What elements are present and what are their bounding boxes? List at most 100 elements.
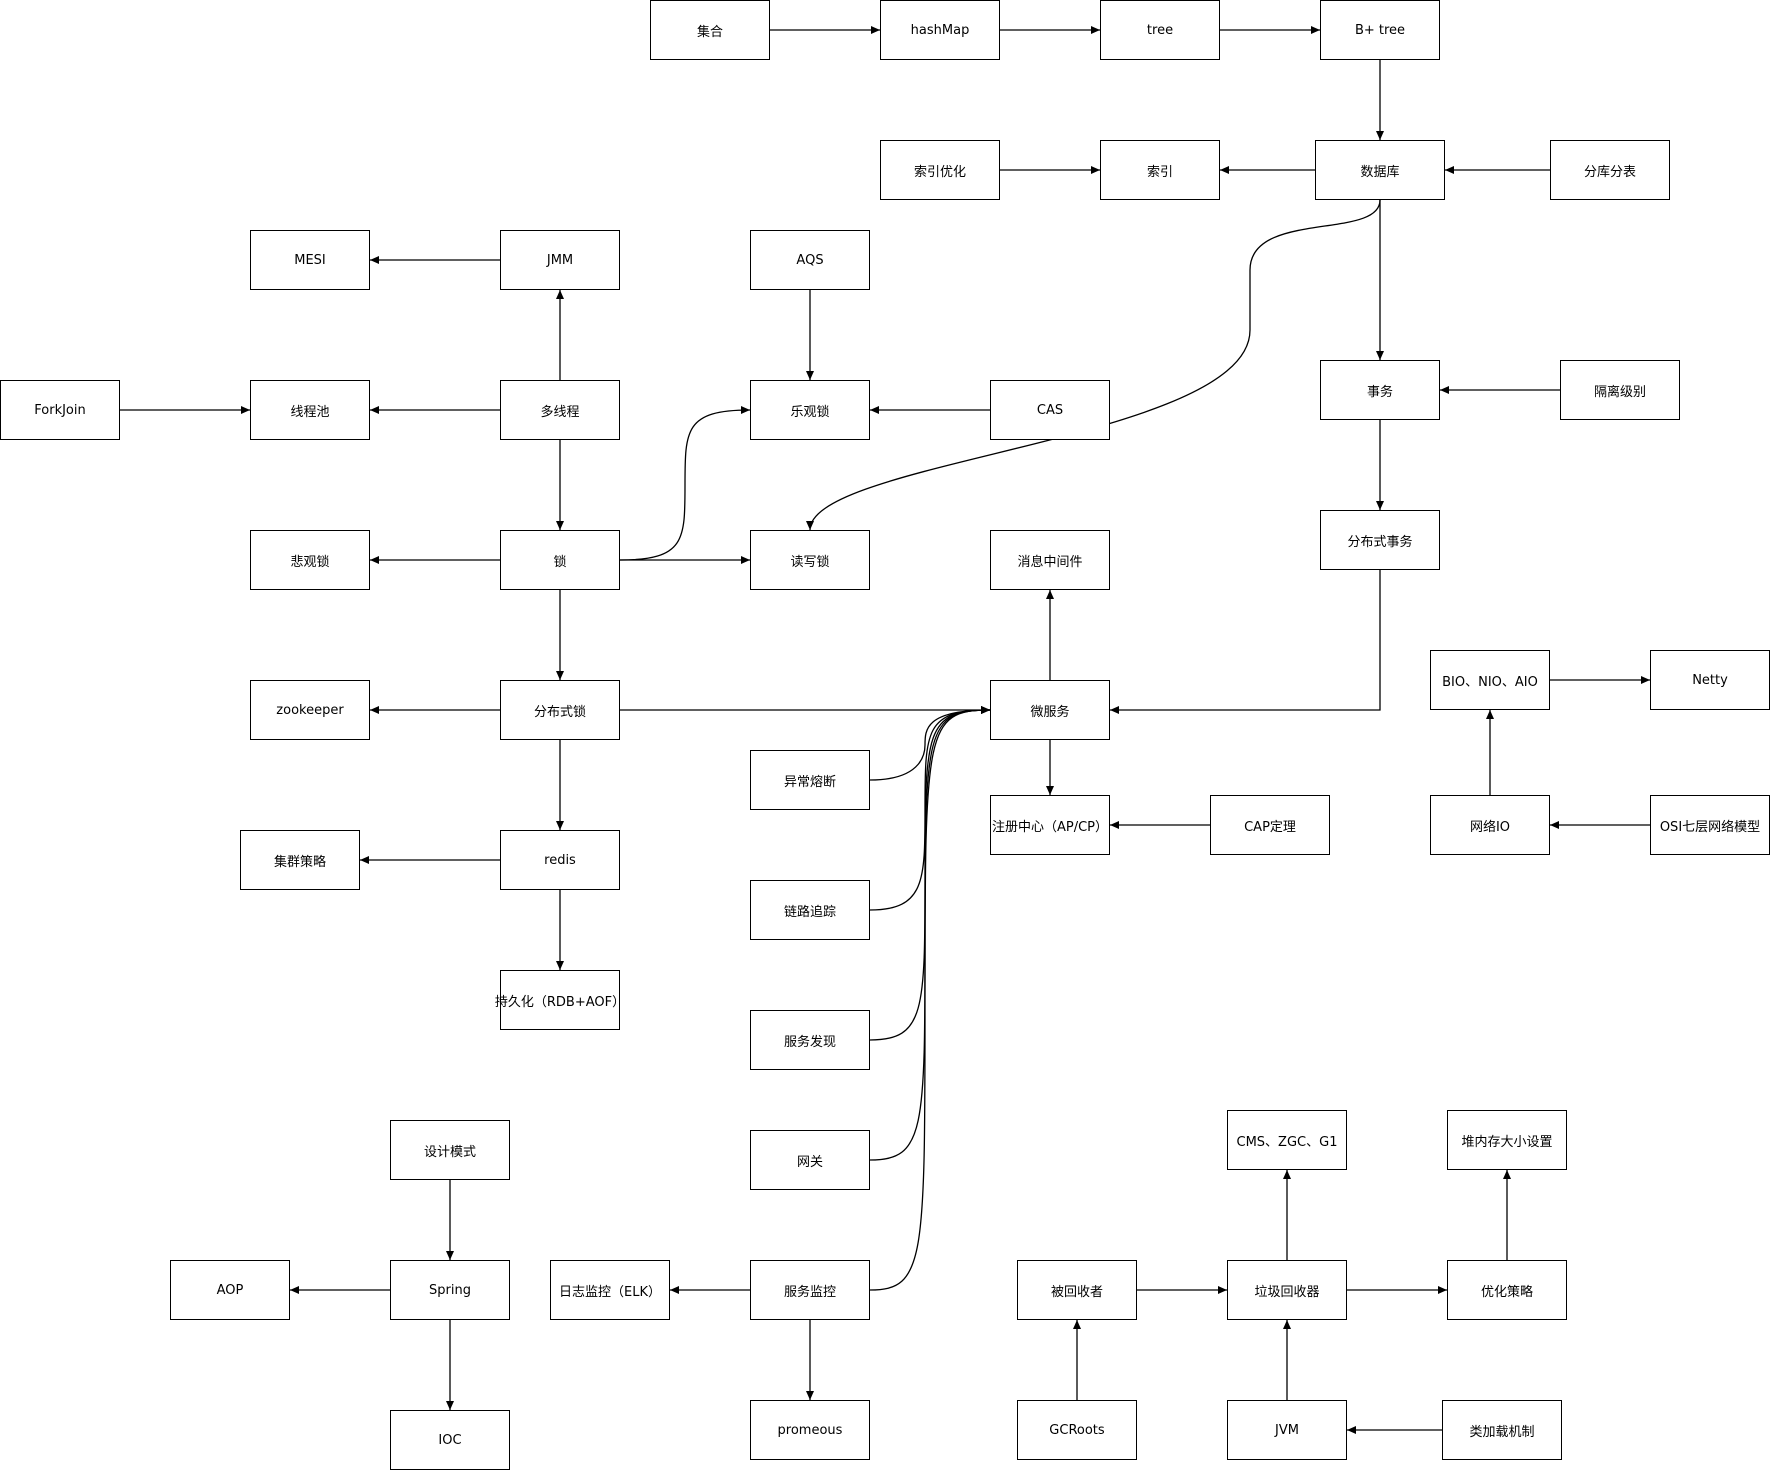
node-duineicun[interactable]: 堆内存大小设置 (1447, 1110, 1567, 1170)
node-label: 持久化（RDB+AOF） (494, 994, 626, 1010)
node-cmszgcg1[interactable]: CMS、ZGC、G1 (1227, 1110, 1347, 1170)
edge-shujuku-to-duxiesuo (806, 199, 1381, 531)
node-capdingli[interactable]: CAP定理 (1210, 795, 1330, 855)
node-bionioaio[interactable]: BIO、NIO、AIO (1430, 650, 1550, 710)
node-label: 悲观锁 (290, 554, 330, 570)
node-promeous[interactable]: promeous (750, 1400, 870, 1460)
node-aqs[interactable]: AQS (750, 230, 870, 290)
node-leijiazai[interactable]: 类加载机制 (1442, 1400, 1562, 1460)
node-netty[interactable]: Netty (1650, 650, 1770, 710)
node-label: CAP定理 (1244, 819, 1296, 835)
node-beiguansuo[interactable]: 悲观锁 (250, 530, 370, 590)
node-jmm[interactable]: JMM (500, 230, 620, 290)
node-label: 设计模式 (423, 1144, 476, 1160)
node-rizhijiankong[interactable]: 日志监控（ELK） (550, 1260, 670, 1320)
node-jihe[interactable]: 集合 (650, 0, 770, 60)
node-jvm[interactable]: JVM (1227, 1400, 1347, 1460)
node-label: redis (544, 852, 576, 868)
node-label: 优化策略 (1480, 1284, 1533, 1300)
node-osi[interactable]: OSI七层网络模型 (1650, 795, 1770, 855)
node-fenbushishiwu[interactable]: 分布式事务 (1320, 510, 1440, 570)
node-wangguan[interactable]: 网关 (750, 1130, 870, 1190)
node-bplustree[interactable]: B+ tree (1320, 0, 1440, 60)
node-weifuwu[interactable]: 微服务 (990, 680, 1110, 740)
node-shujuku[interactable]: 数据库 (1315, 140, 1445, 200)
node-label: 集群策略 (273, 854, 326, 870)
node-lianluzhuizong[interactable]: 链路追踪 (750, 880, 870, 940)
node-label: 数据库 (1360, 164, 1400, 180)
node-wangluoio[interactable]: 网络IO (1430, 795, 1550, 855)
node-label: MESI (294, 252, 326, 268)
node-lajihuishouqi[interactable]: 垃圾回收器 (1227, 1260, 1347, 1320)
node-gcroots[interactable]: GCRoots (1017, 1400, 1137, 1460)
edge-fuwujiankong-to-weifuwu (869, 706, 991, 1291)
node-aop[interactable]: AOP (170, 1260, 290, 1320)
node-label: 服务监控 (783, 1284, 836, 1300)
node-label: 类加载机制 (1469, 1424, 1535, 1440)
node-cas[interactable]: CAS (990, 380, 1110, 440)
node-label: Netty (1692, 672, 1728, 688)
node-label: 隔离级别 (1593, 384, 1646, 400)
node-label: hashMap (910, 22, 970, 38)
node-fenkufenbiao[interactable]: 分库分表 (1550, 140, 1670, 200)
node-zhucezhongxin[interactable]: 注册中心（AP/CP） (990, 795, 1110, 855)
node-label: 日志监控（ELK） (559, 1284, 661, 1300)
node-chijiuhua[interactable]: 持久化（RDB+AOF） (495, 970, 625, 1030)
node-label: 异常熔断 (783, 774, 836, 790)
node-label: AQS (796, 252, 824, 268)
node-label: 索引优化 (913, 164, 966, 180)
node-label: 索引 (1146, 164, 1173, 180)
node-label: 链路追踪 (783, 904, 836, 920)
node-label: 网络IO (1469, 819, 1511, 835)
node-zookeeper[interactable]: zookeeper (250, 680, 370, 740)
node-label: OSI七层网络模型 (1659, 819, 1761, 835)
node-ioc[interactable]: IOC (390, 1410, 510, 1470)
node-forkjoin[interactable]: ForkJoin (0, 380, 120, 440)
node-label: 分布式锁 (533, 704, 586, 720)
node-duoxiancheng[interactable]: 多线程 (500, 380, 620, 440)
node-label: AOP (216, 1282, 244, 1298)
node-shejimoshi[interactable]: 设计模式 (390, 1120, 510, 1180)
node-label: 分库分表 (1583, 164, 1636, 180)
node-label: zookeeper (276, 702, 344, 718)
node-mesi[interactable]: MESI (250, 230, 370, 290)
node-suoyin[interactable]: 索引 (1100, 140, 1220, 200)
node-label: tree (1146, 22, 1174, 38)
node-beihuishouzhe[interactable]: 被回收者 (1017, 1260, 1137, 1320)
node-label: Spring (429, 1282, 471, 1298)
node-xianchengchi[interactable]: 线程池 (250, 380, 370, 440)
node-label: GCRoots (1049, 1422, 1105, 1438)
node-suoyinyouhua[interactable]: 索引优化 (880, 140, 1000, 200)
node-gelijibie[interactable]: 隔离级别 (1560, 360, 1680, 420)
node-fenbushisuo[interactable]: 分布式锁 (500, 680, 620, 740)
node-leguansuo[interactable]: 乐观锁 (750, 380, 870, 440)
node-redis[interactable]: redis (500, 830, 620, 890)
node-label: 堆内存大小设置 (1461, 1134, 1553, 1150)
node-youhuacelue[interactable]: 优化策略 (1447, 1260, 1567, 1320)
node-tree[interactable]: tree (1100, 0, 1220, 60)
node-label: IOC (438, 1432, 462, 1448)
node-label: 被回收者 (1050, 1284, 1103, 1300)
node-shiwu[interactable]: 事务 (1320, 360, 1440, 420)
node-yichangrongduan[interactable]: 异常熔断 (750, 750, 870, 810)
node-label: 服务发现 (783, 1034, 836, 1050)
node-jiqunceluo[interactable]: 集群策略 (240, 830, 360, 890)
node-fuwufaxian[interactable]: 服务发现 (750, 1010, 870, 1070)
node-spring[interactable]: Spring (390, 1260, 510, 1320)
edge-lianluzhuizong-to-weifuwu (869, 706, 991, 911)
node-label: 分布式事务 (1347, 534, 1413, 550)
edge-fenbushishiwu-to-weifuwu (1110, 570, 1381, 714)
node-label: 微服务 (1030, 704, 1070, 720)
node-label: 消息中间件 (1017, 554, 1083, 570)
node-suo[interactable]: 锁 (500, 530, 620, 590)
node-hashmap[interactable]: hashMap (880, 0, 1000, 60)
node-label: 线程池 (290, 404, 330, 420)
node-fuwujiankong[interactable]: 服务监控 (750, 1260, 870, 1320)
node-label: ForkJoin (34, 402, 86, 418)
node-label: 垃圾回收器 (1254, 1284, 1320, 1300)
node-label: 读写锁 (790, 554, 830, 570)
node-duxiesuo[interactable]: 读写锁 (750, 530, 870, 590)
node-label: promeous (777, 1422, 843, 1438)
node-xiaoxizhongjianjian[interactable]: 消息中间件 (990, 530, 1110, 590)
